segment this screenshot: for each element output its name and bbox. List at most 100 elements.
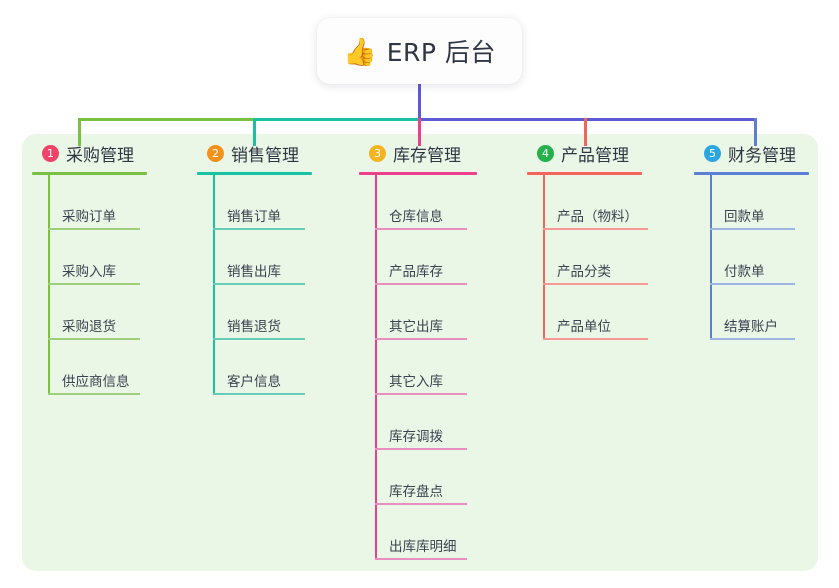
leaf-item-label: 销售出库 (227, 264, 281, 280)
leaf-item[interactable]: 产品库存 (367, 230, 477, 285)
item-spine (213, 285, 215, 340)
item-spine (375, 395, 377, 450)
leaf-item-rule (375, 393, 467, 395)
column-title: 财务管理 (728, 145, 796, 166)
leaf-item-rule (213, 338, 305, 340)
leaf-item-rule (213, 283, 305, 285)
leaf-item-label: 采购订单 (62, 209, 116, 225)
thumbs-up-icon: 👍 (343, 36, 377, 68)
leaf-item[interactable]: 采购退货 (40, 285, 147, 340)
column-items: 采购订单采购入库采购退货供应商信息 (32, 175, 147, 395)
leaf-item-label: 供应商信息 (62, 374, 130, 390)
leaf-item[interactable]: 客户信息 (205, 340, 312, 395)
leaf-item-rule (375, 558, 467, 560)
leaf-item-label: 采购入库 (62, 264, 116, 280)
item-spine (213, 175, 215, 230)
item-spine (543, 175, 545, 230)
column-title: 库存管理 (393, 145, 461, 166)
leaf-item-rule (543, 283, 648, 285)
column-header-rule (359, 172, 477, 175)
leaf-item-rule (213, 228, 305, 230)
leaf-item[interactable]: 产品分类 (535, 230, 648, 285)
leaf-item[interactable]: 出库库明细 (367, 505, 477, 560)
item-spine (710, 230, 712, 285)
item-spine (543, 230, 545, 285)
leaf-item-rule (48, 228, 140, 230)
leaf-item-rule (375, 338, 467, 340)
item-spine (48, 285, 50, 340)
leaf-item-rule (710, 283, 795, 285)
column-items: 销售订单销售出库销售退货客户信息 (197, 175, 312, 395)
item-spine (375, 340, 377, 395)
leaf-item[interactable]: 产品（物料） (535, 175, 648, 230)
column-items: 仓库信息产品库存其它出库其它入库库存调拨库存盘点出库库明细 (359, 175, 477, 560)
column-number-badge: 5 (704, 144, 721, 162)
leaf-item-label: 仓库信息 (389, 209, 443, 225)
column-title: 产品管理 (561, 145, 629, 166)
leaf-item[interactable]: 库存盘点 (367, 450, 477, 505)
leaf-item-label: 客户信息 (227, 374, 281, 390)
leaf-item[interactable]: 采购入库 (40, 230, 147, 285)
leaf-item-rule (48, 338, 140, 340)
leaf-item[interactable]: 付款单 (702, 230, 809, 285)
leaf-item[interactable]: 采购订单 (40, 175, 147, 230)
item-spine (213, 230, 215, 285)
leaf-item-label: 回款单 (724, 209, 765, 225)
column-header-5[interactable]: 5 财务管理 (694, 140, 809, 166)
column-number-badge: 1 (42, 144, 59, 162)
leaf-item-label: 其它入库 (389, 374, 443, 390)
diagram-background-panel (22, 134, 818, 571)
leaf-item-rule (710, 338, 795, 340)
leaf-item-rule (375, 448, 467, 450)
leaf-item-label: 付款单 (724, 264, 765, 280)
leaf-item-label: 销售退货 (227, 319, 281, 335)
item-spine (375, 285, 377, 340)
leaf-item-label: 库存调拨 (389, 429, 443, 445)
column-items: 回款单付款单结算账户 (694, 175, 809, 340)
leaf-item-label: 产品库存 (389, 264, 443, 280)
leaf-item[interactable]: 库存调拨 (367, 395, 477, 450)
column-5: 5 财务管理回款单付款单结算账户 (694, 140, 809, 340)
leaf-item-label: 产品单位 (557, 319, 611, 335)
leaf-item[interactable]: 销售出库 (205, 230, 312, 285)
leaf-item-label: 产品分类 (557, 264, 611, 280)
leaf-item[interactable]: 其它入库 (367, 340, 477, 395)
leaf-item-rule (48, 283, 140, 285)
leaf-item[interactable]: 供应商信息 (40, 340, 147, 395)
leaf-item-rule (375, 283, 467, 285)
item-spine (48, 230, 50, 285)
column-header-rule (32, 172, 147, 175)
leaf-item-rule (48, 393, 140, 395)
item-spine (375, 450, 377, 505)
leaf-item[interactable]: 销售订单 (205, 175, 312, 230)
leaf-item-rule (710, 228, 795, 230)
leaf-item-rule (543, 228, 648, 230)
leaf-item-rule (213, 393, 305, 395)
leaf-item[interactable]: 销售退货 (205, 285, 312, 340)
leaf-item[interactable]: 结算账户 (702, 285, 809, 340)
leaf-item[interactable]: 仓库信息 (367, 175, 477, 230)
leaf-item-label: 其它出库 (389, 319, 443, 335)
leaf-item-label: 库存盘点 (389, 484, 443, 500)
leaf-item[interactable]: 其它出库 (367, 285, 477, 340)
item-spine (710, 285, 712, 340)
leaf-item-label: 产品（物料） (557, 209, 638, 225)
root-node[interactable]: 👍 ERP 后台 (317, 18, 522, 84)
leaf-item[interactable]: 回款单 (702, 175, 809, 230)
leaf-item-rule (543, 338, 648, 340)
leaf-item[interactable]: 产品单位 (535, 285, 648, 340)
leaf-item-rule (375, 228, 467, 230)
leaf-item-label: 出库库明细 (389, 539, 457, 555)
column-title: 销售管理 (231, 145, 299, 166)
column-header-rule (197, 172, 312, 175)
item-spine (48, 175, 50, 230)
leaf-item-rule (375, 503, 467, 505)
